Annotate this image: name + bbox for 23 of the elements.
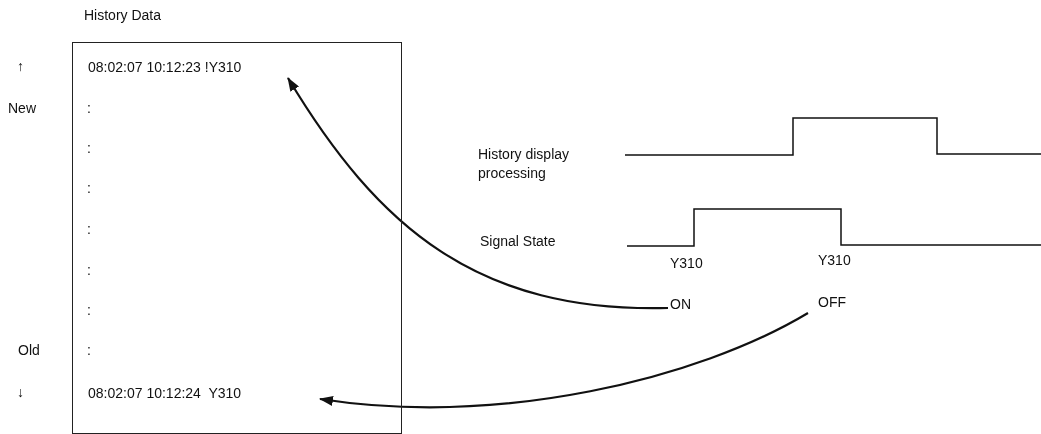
arrow bbox=[319, 312, 809, 408]
ellipsis-mark: : bbox=[87, 180, 91, 196]
arrow bbox=[287, 77, 668, 310]
ellipsis-mark: : bbox=[87, 262, 91, 278]
signal-name: Signal State bbox=[480, 233, 556, 249]
list-heading: History Data bbox=[84, 7, 162, 23]
ellipsis-mark: : bbox=[87, 342, 91, 358]
signal-name: Y310 bbox=[818, 252, 851, 268]
side-label: Old bbox=[18, 342, 40, 358]
ellipsis-mark: : bbox=[87, 302, 91, 318]
ellipsis-mark: : bbox=[87, 221, 91, 237]
direction-arrow-symbol: ↑ bbox=[17, 58, 24, 74]
signal-name: History display processing bbox=[478, 145, 571, 183]
side-label: New bbox=[8, 100, 36, 116]
state-label: OFF bbox=[818, 294, 846, 310]
history-entry: 08:02:07 10:12:24 Y310 bbox=[88, 385, 318, 401]
ellipsis-mark: : bbox=[87, 140, 91, 156]
history-entry: 08:02:07 10:12:23 !Y310 bbox=[88, 59, 318, 75]
history-list-box bbox=[72, 42, 402, 434]
signal-name: Y310 bbox=[670, 255, 703, 271]
ellipsis-mark: : bbox=[87, 100, 91, 116]
direction-arrow-symbol: ↓ bbox=[17, 384, 24, 400]
state-label: ON bbox=[670, 296, 691, 312]
